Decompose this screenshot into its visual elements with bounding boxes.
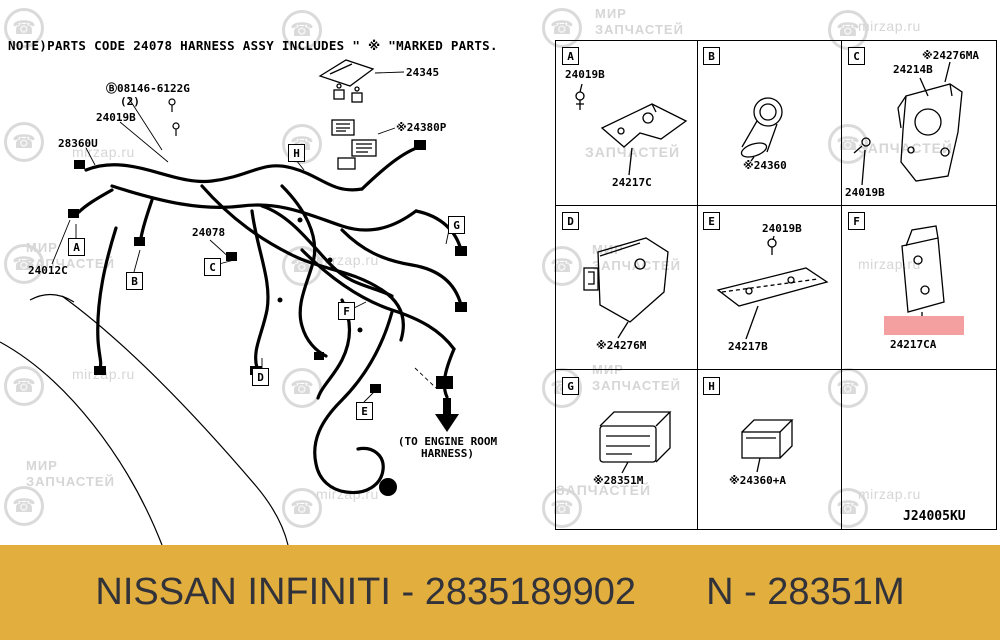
part-label-08146-6122g: Ⓑ08146-6122G [106, 82, 190, 95]
part-24345-drawing [318, 59, 375, 103]
phone-watermark-icon: ☎ [4, 486, 44, 526]
section-marker-c: C [204, 258, 221, 276]
banner-brand-number: NISSAN INFINITI - 2835189902 [95, 571, 637, 613]
watermark-line2: ЗАПЧАСТЕЙ [592, 258, 681, 273]
cell-g-drawing [599, 411, 672, 474]
watermark-line2: ЗАПЧАСТЕЙ [595, 22, 684, 37]
cell-c-drawing [853, 61, 963, 186]
grid-part-24276m[interactable]: ※24276M [596, 339, 647, 352]
watermark-line1: МИР [26, 458, 58, 473]
phone-watermark-icon: ☎ [828, 488, 868, 528]
to-engine-line1: (TO ENGINE ROOM [397, 435, 498, 448]
grid-cell-f-letter: F [848, 212, 865, 230]
watermark-site-text: mirzap.ru [858, 256, 921, 272]
watermark-brand-text: МИР ЗАПЧАСТЕЙ [595, 6, 684, 38]
part-label-24345: 24345 [406, 66, 440, 79]
grid-cell-e-letter: E [703, 212, 720, 230]
part-label-24380p: ※24380P [396, 121, 447, 134]
grid-part-24214b[interactable]: 24214B [893, 63, 933, 76]
watermark-site-text: mirzap.ru [72, 144, 135, 160]
phone-watermark-icon: ☎ [282, 10, 322, 50]
cell-b-drawing [740, 97, 783, 162]
watermark-site-text: mirzap.ru [858, 486, 921, 502]
watermark-brand-text: МИР ЗАПЧАСТЕЙ [26, 240, 115, 272]
phone-watermark-icon: ☎ [282, 488, 322, 528]
section-marker-d: D [252, 368, 269, 386]
part-qty-08146-6122g: (2) [120, 95, 140, 108]
selected-part-highlight[interactable] [884, 316, 964, 335]
grid-cell-d-letter: D [562, 212, 579, 230]
grid-part-24019b-e[interactable]: 24019B [762, 222, 802, 235]
grid-cell-h-letter: H [703, 377, 720, 395]
grid-part-24019b-c[interactable]: 24019B [845, 186, 885, 199]
to-engine-line2: HARNESS) [421, 447, 474, 460]
watermark-site-text: mirzap.ru [858, 18, 921, 34]
note-text: NOTE)PARTS CODE 24078 HARNESS ASSY INCLU… [8, 38, 498, 53]
grid-part-24217b[interactable]: 24217B [728, 340, 768, 353]
watermark-brand-text: МИР ЗАПЧАСТЕЙ [592, 362, 681, 394]
part-label-28360u: 28360U [58, 137, 98, 150]
grid-part-24217c[interactable]: 24217C [612, 176, 652, 189]
cell-a-drawing [575, 83, 688, 176]
grid-part-28351m[interactable]: ※28351M [593, 474, 644, 487]
section-marker-e: E [356, 402, 373, 420]
section-marker-b: B [126, 272, 143, 290]
section-marker-h: H [288, 144, 305, 162]
phone-watermark-icon: ☎ [542, 488, 582, 528]
bottom-banner: NISSAN INFINITI - 2835189902 N - 28351M [0, 545, 1000, 640]
cell-h-drawing [741, 419, 794, 473]
harness-diagram-art [0, 40, 997, 545]
grid-part-24360[interactable]: ※24360 [743, 159, 787, 172]
harness-wires [77, 144, 463, 495]
phone-watermark-icon: ☎ [542, 246, 582, 286]
engine-room-arrow-icon [435, 398, 459, 432]
grid-cell-g-letter: G [562, 377, 579, 395]
cell-e-drawing [716, 235, 829, 340]
grid-part-24360-a[interactable]: ※24360+A [729, 474, 787, 487]
car-body-outline [0, 293, 289, 545]
bolt-symbols [168, 98, 180, 136]
phone-watermark-icon: ☎ [4, 366, 44, 406]
watermark-line1: МИР [26, 240, 58, 255]
watermark-line2: ЗАПЧАСТЕЙ [556, 482, 652, 498]
part-24380p-drawing [331, 119, 377, 170]
cell-f-drawing [901, 225, 945, 318]
phone-watermark-icon: ☎ [4, 122, 44, 162]
grid-part-24217ca[interactable]: 24217CA [890, 338, 937, 351]
watermark-line2: ЗАПЧАСТЕЙ [592, 378, 681, 393]
section-marker-a: A [68, 238, 85, 256]
part-label-24012c: 24012C [28, 264, 68, 277]
watermark-line2: ЗАПЧАСТЕЙ [26, 256, 115, 271]
phone-watermark-icon: ☎ [4, 8, 44, 48]
to-engine-room-note: (TO ENGINE ROOM HARNESS) [380, 436, 515, 460]
phone-watermark-icon: ☎ [282, 368, 322, 408]
grid-cell-a-letter: A [562, 47, 579, 65]
cell-d-drawing [583, 237, 669, 339]
phone-watermark-icon: ☎ [542, 8, 582, 48]
watermark-line2: ЗАПЧАСТЕЙ [26, 474, 115, 489]
grid-lines [555, 40, 997, 530]
phone-watermark-icon: ☎ [828, 124, 868, 164]
part-label-24078: 24078 [192, 226, 226, 239]
watermark-line1: МИР [595, 6, 627, 21]
part-label-24019b: 24019B [96, 111, 136, 124]
banner-part-code: N - 28351M [706, 571, 905, 613]
section-marker-g: G [448, 216, 465, 234]
phone-watermark-icon: ☎ [4, 244, 44, 284]
grid-part-24276ma[interactable]: ※24276MA [922, 49, 980, 62]
drawing-code: J24005KU [903, 509, 966, 524]
grid-cell-b-letter: B [703, 47, 720, 65]
section-marker-f: F [338, 302, 355, 320]
grid-cell-c-letter: C [848, 47, 865, 65]
watermark-line2: ЗАПЧАСТЕЙ [858, 140, 954, 156]
grid-part-24019b-a[interactable]: 24019B [565, 68, 605, 81]
watermark-brand-text: МИР ЗАПЧАСТЕЙ [26, 458, 115, 490]
